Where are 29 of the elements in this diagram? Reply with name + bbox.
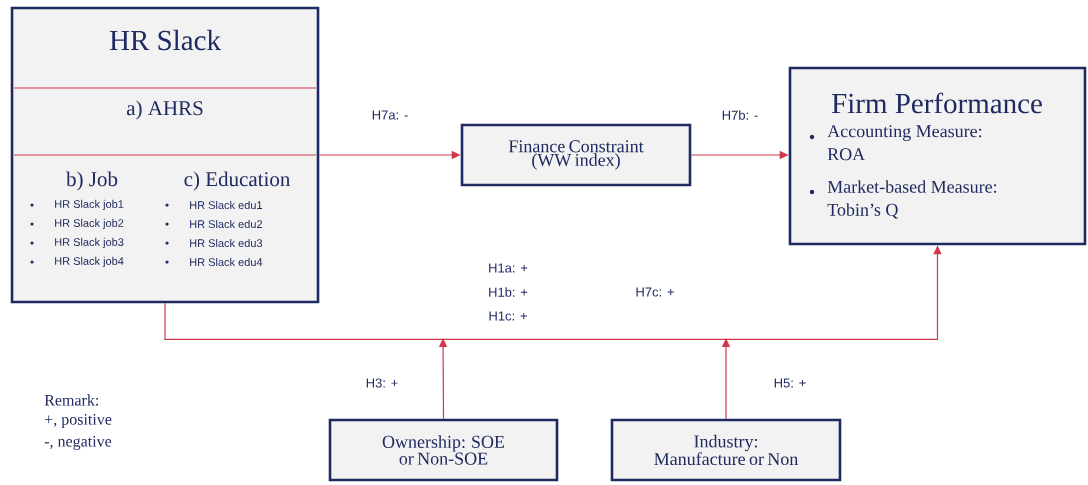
hypothesis-label: H1c: + bbox=[489, 311, 527, 321]
process-box: Ownership: SOE or Non-SOE bbox=[328, 418, 559, 482]
bullet-item: HR Slack edu4 bbox=[165, 257, 263, 267]
bullet-item: HR Slack edu2 bbox=[165, 219, 262, 229]
remark-text: -, negative bbox=[44, 436, 112, 450]
heading: HR Slack bbox=[109, 29, 221, 51]
edge-label: H7b: - bbox=[722, 110, 758, 120]
bullet-item: HR Slack job1 bbox=[30, 199, 124, 211]
bullet-item: HR Slack job2 bbox=[30, 218, 124, 230]
edge-label: H5: + bbox=[774, 378, 806, 388]
bullet-item: Accounting Measure: ROA bbox=[809, 125, 982, 161]
subheading: c) Education bbox=[184, 171, 291, 191]
bullet-item: Market-based Measure: Tobin’s Q bbox=[809, 180, 997, 219]
heading: Firm Performance bbox=[831, 92, 1042, 114]
remark-text: +, positive bbox=[45, 414, 112, 428]
process-box: Finance Constraint (WW index) bbox=[460, 123, 692, 187]
process-box: Industry: Manufacture or Non bbox=[610, 418, 842, 482]
hypothesis-label: H1a: + bbox=[489, 263, 528, 273]
remark-text: Remark: bbox=[44, 394, 98, 406]
subheading: b) Job bbox=[66, 171, 118, 191]
edge-label: H7a: - bbox=[372, 110, 408, 120]
bullet-item: HR Slack edu3 bbox=[165, 238, 263, 248]
bullet-item: HR Slack job3 bbox=[30, 237, 124, 249]
edge-label: H3: + bbox=[366, 378, 398, 388]
subheading: a) AHRS bbox=[126, 100, 203, 120]
hypothesis-label: H7c: + bbox=[636, 287, 674, 297]
hypothesis-label: H1b: + bbox=[489, 287, 528, 297]
bullet-item: HR Slack job4 bbox=[30, 256, 124, 268]
bullet-item: HR Slack edu1 bbox=[165, 200, 263, 210]
